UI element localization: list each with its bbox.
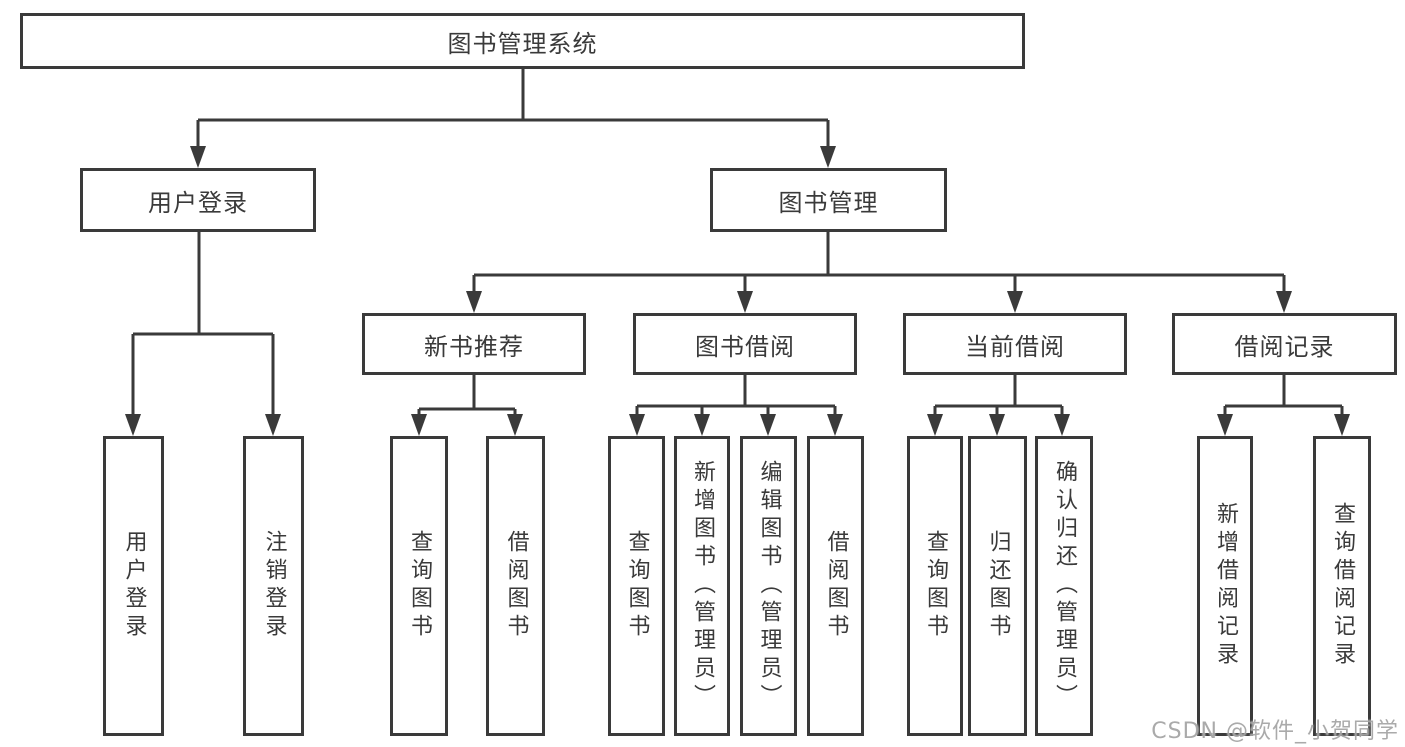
node-label: 用户登录 [148,188,248,217]
leaf-return-book: 归还图书 [968,436,1027,736]
leaf-confirm-return-admin: 确认归还（管理员） [1035,436,1093,736]
leaf-logout: 注销登录 [243,436,304,736]
leaf-edit-book-admin: 编辑图书（管理员） [740,436,797,736]
leaf-borrow-books-recommend: 借阅图书 [486,436,545,736]
leaf-query-borrow-record: 查询借阅记录 [1313,436,1371,736]
node-label: 新增借阅记录 [1213,502,1238,670]
node-current-borrow: 当前借阅 [903,313,1127,375]
node-label: 确认归还（管理员） [1052,460,1077,712]
node-book-borrow: 图书借阅 [633,313,857,375]
node-label: 新增图书（管理员） [690,460,715,712]
leaf-query-books-borrow: 查询图书 [608,436,665,736]
leaf-query-books-current: 查询图书 [907,436,963,736]
node-label: 归还图书 [985,530,1011,642]
node-label: 图书借阅 [695,332,795,361]
csdn-watermark: CSDN @软件_小贺同学 [1151,719,1399,744]
node-label: 用户登录 [121,530,147,642]
node-label: 借阅记录 [1234,332,1335,361]
node-label: 当前借阅 [965,332,1065,361]
node-user-login: 用户登录 [80,168,316,232]
leaf-query-books-recommend: 查询图书 [390,436,448,736]
node-new-book-recommend: 新书推荐 [362,313,586,375]
node-label: 查询图书 [407,530,432,642]
node-book-management: 图书管理 [710,168,947,232]
leaf-borrow-books-borrow: 借阅图书 [807,436,864,736]
node-label: 图书管理系统 [447,29,598,58]
node-label: 查询图书 [923,530,948,642]
node-label: 注销登录 [261,530,287,642]
node-label: 图书管理 [778,188,879,217]
node-label: 借阅图书 [823,530,849,642]
node-library-management-system: 图书管理系统 [20,13,1025,69]
leaf-add-borrow-record: 新增借阅记录 [1197,436,1253,736]
node-label: 查询借阅记录 [1330,502,1355,670]
node-borrow-records: 借阅记录 [1172,313,1397,375]
node-label: 查询图书 [624,530,650,642]
node-label: 新书推荐 [424,332,524,361]
leaf-user-login: 用户登录 [103,436,164,736]
node-label: 编辑图书（管理员） [756,460,782,712]
leaf-add-book-admin: 新增图书（管理员） [674,436,730,736]
node-label: 借阅图书 [503,530,529,642]
